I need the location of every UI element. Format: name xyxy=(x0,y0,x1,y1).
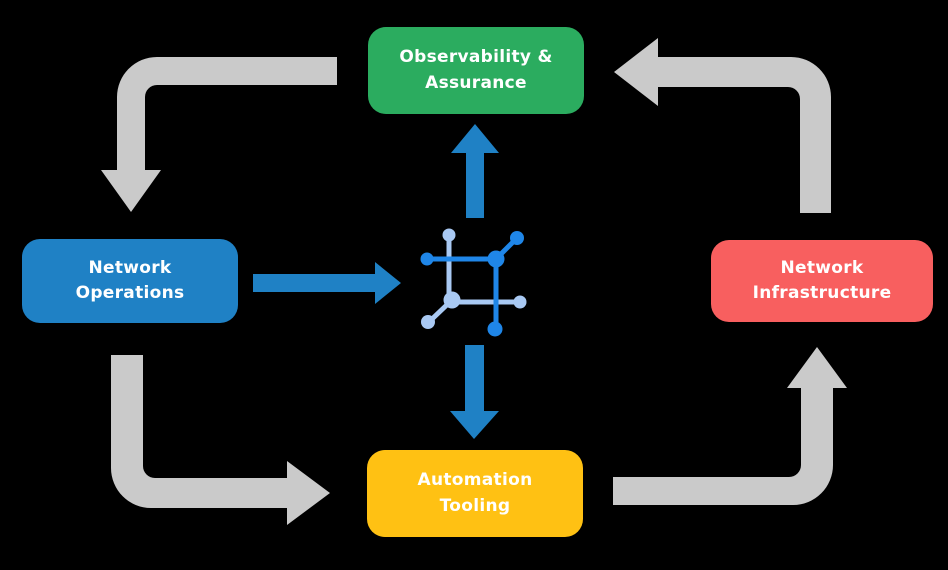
arrow-hub-to-automation xyxy=(450,345,499,439)
arrow-infrastructure-to-observability xyxy=(614,38,831,213)
network-icon-dark-dots xyxy=(420,231,524,337)
node-network-operations-label: Network Operations xyxy=(75,257,185,304)
arrow-observability-to-operations xyxy=(101,57,337,212)
network-icon-light-dots xyxy=(421,228,527,329)
arrow-operations-to-automation xyxy=(111,355,330,525)
node-network-infrastructure-label: Network Infrastructure xyxy=(752,257,892,304)
node-network-operations: Network Operations xyxy=(22,239,238,323)
network-automation-icon xyxy=(420,228,527,337)
node-network-infrastructure: Network Infrastructure xyxy=(711,240,933,322)
node-observability-assurance-label: Observability & Assurance xyxy=(399,47,553,93)
node-automation-tooling-label: Automation Tooling xyxy=(417,470,533,516)
node-automation-tooling: Automation Tooling xyxy=(367,450,583,537)
node-observability-assurance: Observability & Assurance xyxy=(368,27,584,114)
arrow-automation-to-infrastructure xyxy=(613,347,847,505)
arrow-hub-to-observability xyxy=(451,124,499,218)
arrow-operations-to-hub xyxy=(253,262,401,304)
